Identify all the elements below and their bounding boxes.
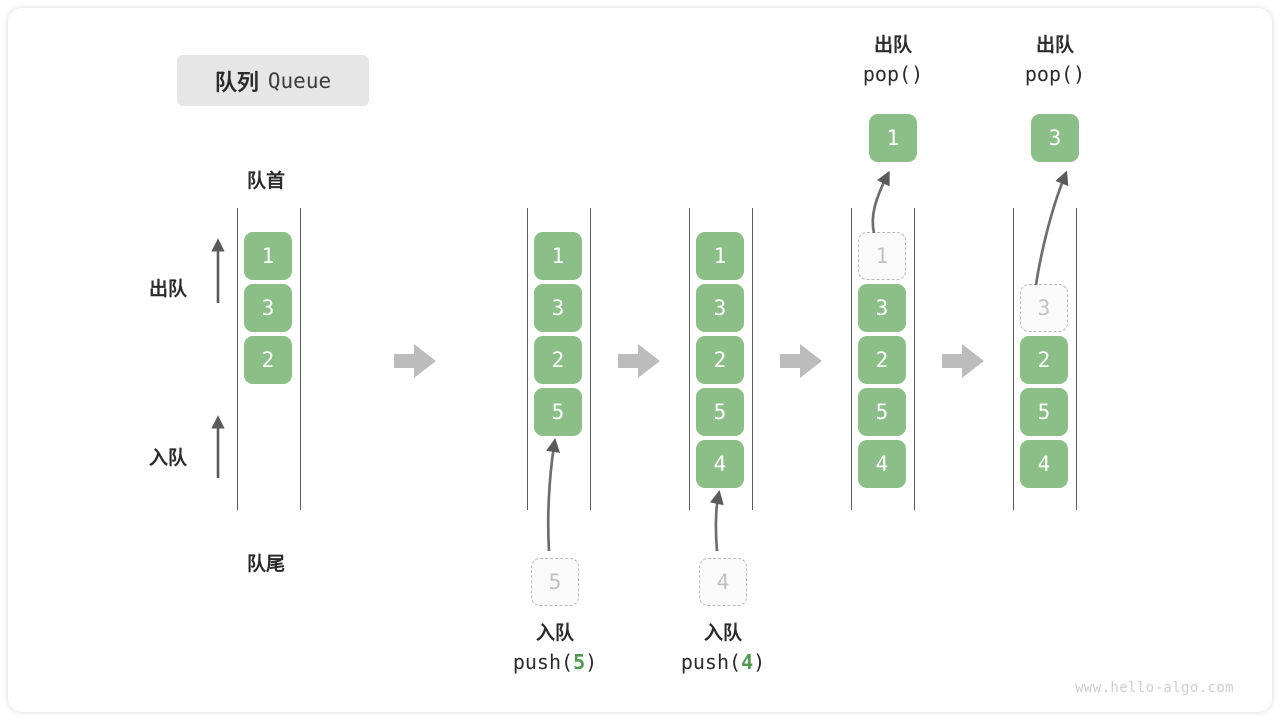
queue-slot: 1 (534, 232, 582, 280)
queue-slot: 4 (858, 440, 906, 488)
queue-slot: 3 (244, 284, 292, 332)
enqueue-direction-label: 入队 (149, 448, 188, 469)
queue-column-initial: 1 3 2 (237, 208, 301, 510)
queue-slot: 5 (1020, 388, 1068, 436)
queue-slot: 2 (1020, 336, 1068, 384)
queue-head-label: 队首 (247, 171, 286, 192)
pop-3-caption-code: pop() (1024, 62, 1086, 86)
queue-slot-ghost: 3 (1020, 284, 1068, 332)
queue-tail-label: 队尾 (247, 554, 286, 575)
queue-rail-left (237, 208, 238, 510)
queue-column-push-4: 1 3 2 5 4 (689, 208, 753, 510)
pop-1-caption-cn: 出队 (873, 35, 912, 56)
queue-rail-left (689, 208, 690, 510)
diagram-title-badge: 队列 Queue (177, 55, 369, 106)
incoming-element-4: 4 (699, 558, 747, 606)
queue-slot: 3 (696, 284, 744, 332)
incoming-element-5: 5 (531, 558, 579, 606)
diagram-canvas: 队列 Queue 队首 队尾 出队 入队 1 3 2 1 3 2 5 5 入队 … (8, 8, 1272, 712)
pop-3-caption-cn: 出队 (1035, 35, 1074, 56)
queue-rail-right (1076, 208, 1077, 510)
step-arrow-4 (942, 344, 984, 378)
queue-rail-left (1013, 208, 1014, 510)
queue-slot: 2 (696, 336, 744, 384)
queue-slot: 5 (534, 388, 582, 436)
push-5-caption-cn: 入队 (535, 623, 574, 644)
queue-slot: 3 (858, 284, 906, 332)
queue-slot: 2 (244, 336, 292, 384)
popped-element-1: 1 (869, 114, 917, 162)
queue-slot: 5 (858, 388, 906, 436)
push-5-caption: 入队 push(5) (489, 620, 621, 676)
queue-slot: 2 (534, 336, 582, 384)
pop-3-caption: 出队 pop() (989, 32, 1121, 88)
queue-rail-right (914, 208, 915, 510)
pop-1-caption: 出队 pop() (827, 32, 959, 88)
queue-slot: 3 (534, 284, 582, 332)
queue-slot: 1 (244, 232, 292, 280)
queue-rail-left (851, 208, 852, 510)
push-5-caption-code: push(5) (512, 650, 598, 674)
step-arrow-1 (394, 344, 436, 378)
queue-slot: 4 (696, 440, 744, 488)
site-watermark: www.hello-algo.com (1075, 680, 1234, 696)
queue-slot-ghost: 1 (858, 232, 906, 280)
queue-slot: 5 (696, 388, 744, 436)
popped-element-3: 3 (1031, 114, 1079, 162)
queue-column-pop-3: 3 2 5 4 (1013, 208, 1077, 510)
push-4-caption-cn: 入队 (703, 623, 742, 644)
queue-column-push-5: 1 3 2 5 (527, 208, 591, 510)
queue-rail-right (300, 208, 301, 510)
arrows-overlay (211, 170, 1069, 552)
queue-rail-right (590, 208, 591, 510)
queue-slot: 4 (1020, 440, 1068, 488)
step-arrow-3 (780, 344, 822, 378)
push-4-caption: 入队 push(4) (657, 620, 789, 676)
dequeue-direction-label: 出队 (149, 279, 188, 300)
diagram-title-cn: 队列 (214, 69, 259, 95)
pop-1-caption-code: pop() (862, 62, 924, 86)
queue-rail-right (752, 208, 753, 510)
push-4-caption-code: push(4) (680, 650, 766, 674)
queue-slot: 2 (858, 336, 906, 384)
queue-rail-left (527, 208, 528, 510)
step-arrow-2 (618, 344, 660, 378)
queue-column-pop-1: 1 3 2 5 4 (851, 208, 915, 510)
queue-slot: 1 (696, 232, 744, 280)
diagram-title-en: Queue (267, 68, 332, 93)
